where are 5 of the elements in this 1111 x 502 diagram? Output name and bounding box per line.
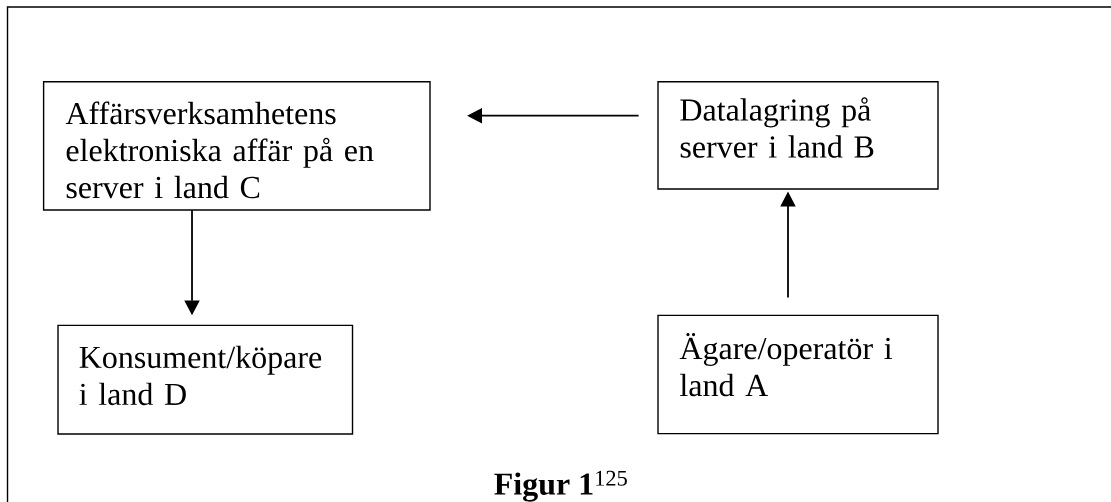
- process-box: Ägare/operatör i land A: [657, 314, 939, 435]
- figure-caption: Figur 1$^{125}$: [494, 470, 627, 502]
- process-box: Affärsverksamhetens elektroniska affär på en server i land C: [42, 81, 431, 211]
- process-box: Datalagring på server i land B: [657, 81, 939, 190]
- process-box: Konsument/köpare i land D: [57, 324, 354, 435]
